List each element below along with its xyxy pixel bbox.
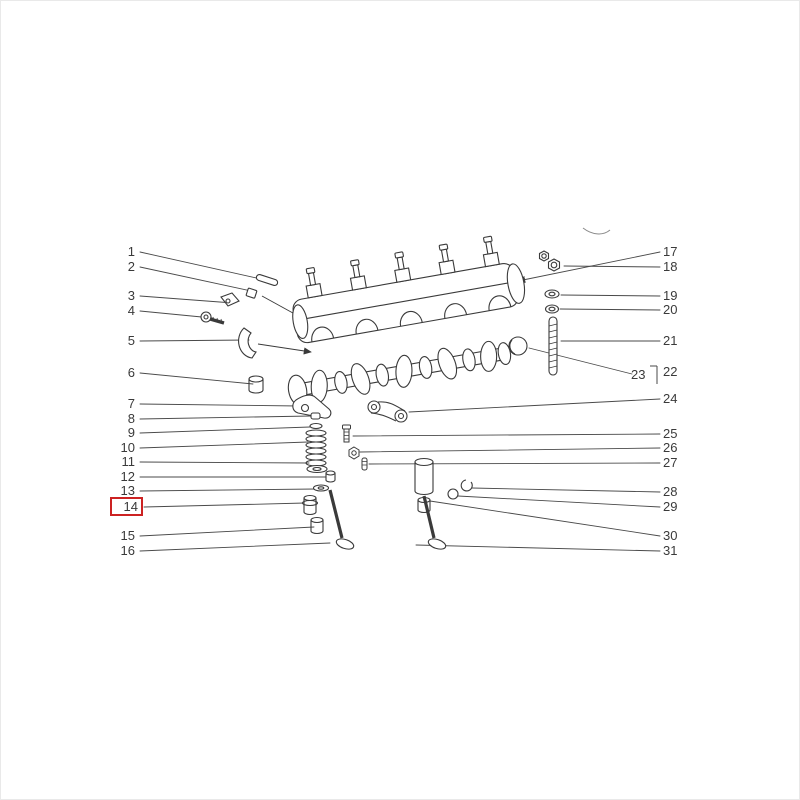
callout-31[interactable]: 31 xyxy=(663,543,678,558)
callout-17[interactable]: 17 xyxy=(663,244,678,259)
callout-26[interactable]: 26 xyxy=(663,440,678,455)
callout-14-highlighted[interactable]: 14 xyxy=(110,497,143,516)
studs-drawing xyxy=(342,424,368,471)
callout-12[interactable]: 12 xyxy=(120,469,135,484)
callout-18[interactable]: 18 xyxy=(663,259,678,274)
callout-2[interactable]: 2 xyxy=(127,259,135,274)
stray-curve xyxy=(582,227,611,235)
camshaft-drawing xyxy=(287,340,512,406)
callout-29[interactable]: 29 xyxy=(663,499,678,514)
callout-1[interactable]: 1 xyxy=(127,244,135,259)
callout-5[interactable]: 5 xyxy=(127,333,135,348)
callout-19[interactable]: 19 xyxy=(663,288,678,303)
callout-30[interactable]: 30 xyxy=(663,528,678,543)
callout-3[interactable]: 3 xyxy=(127,288,135,303)
leader-lines xyxy=(139,251,661,552)
callout-15[interactable]: 15 xyxy=(120,528,135,543)
rocker-arm-drawing xyxy=(292,394,332,419)
callout-9[interactable]: 9 xyxy=(127,425,135,440)
callout-28[interactable]: 28 xyxy=(663,484,678,499)
callout-21[interactable]: 21 xyxy=(663,333,678,348)
callout-24[interactable]: 24 xyxy=(663,391,678,406)
callout-10[interactable]: 10 xyxy=(120,440,135,455)
valve-assembly-left-drawing xyxy=(301,412,355,550)
callout-7[interactable]: 7 xyxy=(127,396,135,411)
callout-16[interactable]: 16 xyxy=(120,543,135,558)
fastener-stack-drawing xyxy=(508,250,561,376)
callout-6[interactable]: 6 xyxy=(127,365,135,380)
callout-23-bracket xyxy=(650,365,658,384)
camshaft-housing-drawing xyxy=(292,235,526,344)
callout-27[interactable]: 27 xyxy=(663,455,678,470)
callout-22[interactable]: 22 xyxy=(663,364,678,379)
callout-20[interactable]: 20 xyxy=(663,302,678,317)
callout-13[interactable]: 13 xyxy=(120,483,135,498)
callout-8[interactable]: 8 xyxy=(127,411,135,426)
callout-23[interactable]: 23 xyxy=(631,367,646,382)
callout-4[interactable]: 4 xyxy=(127,303,135,318)
callout-11[interactable]: 11 xyxy=(121,454,136,469)
valve-assembly-right-drawing xyxy=(414,457,473,550)
bearing-clamp-drawing xyxy=(367,400,408,423)
small-parts-left-drawing xyxy=(200,273,279,394)
callout-25[interactable]: 25 xyxy=(663,426,678,441)
